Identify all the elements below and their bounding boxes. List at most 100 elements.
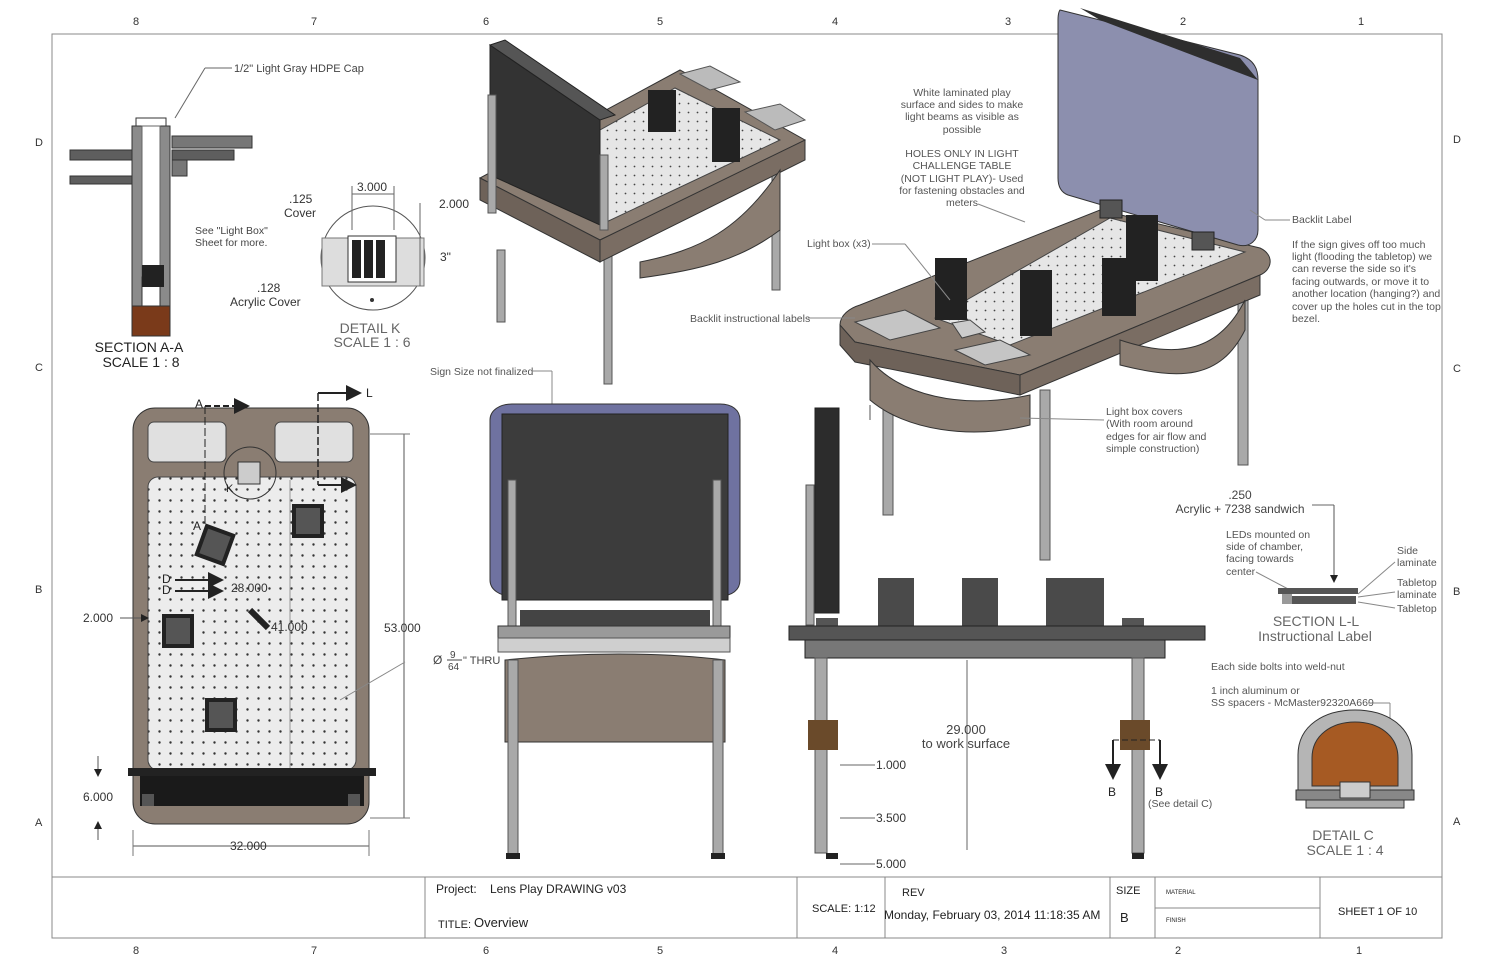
size-label: SIZE	[1116, 885, 1140, 897]
leds-note-line-3: facing towards	[1226, 553, 1294, 565]
scale-value: SCALE: 1:12	[812, 903, 876, 915]
tabletop-label: Tabletop	[1397, 603, 1437, 615]
section-l-marker: L	[366, 386, 373, 400]
white-laminate-note-line-1: White laminated play	[913, 87, 1011, 99]
detail-c-title: DETAIL C	[1312, 827, 1373, 843]
cover-label: Cover	[284, 206, 316, 220]
zone-col-6-bottom: 6	[483, 945, 489, 957]
zone-row-c-right: C	[1453, 363, 1461, 375]
detail-k-marker: K	[226, 483, 234, 495]
small-isometric-view	[478, 39, 807, 385]
zone-col-7-top: 7	[311, 16, 317, 28]
section-l-l-subtitle: Instructional Label	[1258, 628, 1372, 644]
tabletop-laminate-line-1: Tabletop	[1397, 577, 1437, 589]
zone-col-8-top: 8	[133, 16, 139, 28]
title-value: Overview	[474, 915, 529, 930]
zone-col-2-bottom: 2	[1175, 945, 1181, 957]
side-laminate-line-1: Side	[1397, 545, 1418, 557]
acrylic-cover-label: Acrylic Cover	[230, 295, 301, 309]
section-a-a-view: 1/2" Light Gray HDPE Cap See "Light Box"…	[69, 63, 364, 370]
light-box-note-line-2: Sheet for more.	[195, 237, 267, 249]
sign-note-line-4: facing outwards, or move it to	[1292, 276, 1429, 288]
holes-note-line-4: for fastening obstacles and	[899, 185, 1025, 197]
dim-32: 32.000	[230, 839, 267, 853]
front-view: Sign Size not finalized	[430, 366, 741, 859]
dim-41: 41.000	[271, 620, 308, 634]
hole-thru-label: " THRU	[463, 655, 500, 667]
dim-6: 6.000	[83, 790, 113, 804]
holes-note-line-5: meters	[946, 197, 978, 209]
cover-note-line-3: edges for air flow and	[1106, 431, 1207, 443]
holes-note-line-3: (NOT LIGHT PLAY)- Used	[901, 173, 1024, 185]
detail-k-title: DETAIL K	[340, 320, 401, 336]
holes-note-line-1: HOLES ONLY IN LIGHT	[905, 148, 1019, 160]
sign-note-line-7: bezel.	[1292, 313, 1320, 325]
cover-thickness-dim: .125	[289, 192, 313, 206]
detail-c-scale: SCALE 1 : 4	[1306, 842, 1383, 858]
sign-note-line-6: cover up the holes cut in the top	[1292, 301, 1441, 313]
zone-row-d-left: D	[35, 137, 43, 149]
finish-label: FINISH	[1166, 918, 1186, 924]
height-29-label: to work surface	[922, 736, 1010, 751]
light-box-count-label: Light box (x3)	[807, 238, 871, 250]
leds-note-line-4: center	[1226, 566, 1256, 578]
rev-label: REV	[902, 887, 925, 899]
zone-col-8-bottom: 8	[133, 945, 139, 957]
dim-28: 28.000	[231, 581, 268, 595]
sign-note-line-2: light (flooding the tabletop) we	[1292, 251, 1432, 263]
sandwich-label: Acrylic + 7238 sandwich	[1175, 502, 1304, 516]
white-laminate-note-line-3: light beams as visible as	[905, 111, 1019, 123]
dim-2: 2.000	[83, 611, 113, 625]
hole-diameter-symbol: Ø	[433, 653, 442, 667]
zone-row-d-right: D	[1453, 134, 1461, 146]
project-label: Project:	[436, 882, 477, 896]
title-block: Project: Lens Play DRAWING v03 TITLE: Ov…	[424, 877, 1417, 938]
side-laminate-line-2: laminate	[1397, 557, 1437, 569]
material-label: MATERIAL	[1166, 890, 1196, 896]
sign-note-line-3: can reverse the side so it's	[1292, 263, 1416, 275]
section-d-marker-1: D	[162, 572, 171, 586]
sheet-number: SHEET 1 OF 10	[1338, 906, 1417, 918]
backlit-instructional-labels: Backlit instructional labels	[690, 313, 810, 325]
see-detail-c-note: (See detail C)	[1148, 798, 1212, 810]
section-l-l-view: .250 Acrylic + 7238 sandwich LEDs mounte…	[1175, 488, 1436, 644]
white-laminate-note-line-4: possible	[943, 124, 982, 136]
section-a-a-scale: SCALE 1 : 8	[102, 354, 179, 370]
section-a-marker-top: A	[195, 397, 203, 411]
holes-note-line-2: CHALLENGE TABLE	[913, 160, 1012, 172]
section-a-marker-mid: A	[193, 519, 201, 533]
detail-k-height-dim: 3"	[440, 250, 451, 264]
large-isometric-view: White laminated play surface and sides t…	[690, 8, 1441, 561]
project-value: Lens Play DRAWING v03	[490, 882, 627, 896]
light-box-note-line-1: See "Light Box"	[195, 225, 268, 237]
section-l-l-title: SECTION L-L	[1273, 613, 1360, 629]
detail-k-width-dim: 3.000	[357, 180, 387, 194]
zone-row-b-left: B	[35, 584, 42, 596]
zone-col-5-bottom: 5	[657, 945, 663, 957]
spacer-note-line-1: 1 inch aluminum or	[1211, 685, 1300, 697]
cover-note-line-1: Light box covers	[1106, 406, 1182, 418]
dim-53: 53.000	[384, 621, 421, 635]
zone-col-2-top: 2	[1180, 16, 1186, 28]
revision-date: Monday, February 03, 2014 11:18:35 AM	[884, 908, 1100, 922]
zone-col-1-top: 1	[1358, 16, 1364, 28]
sheet-border	[51, 33, 1443, 939]
dim-3-5: 3.500	[876, 811, 906, 825]
zone-labels: 8 7 6 5 4 3 2 1 8 7 6 5 4 3 2 1 D C B A …	[35, 16, 1461, 957]
backlit-label: Backlit Label	[1292, 214, 1352, 226]
section-l-thickness-dim: .250	[1228, 488, 1252, 502]
section-d-marker-2: D	[162, 583, 171, 597]
cover-note-line-4: simple construction)	[1106, 443, 1199, 455]
plan-view: A L K A D D 28.000 41.000 2.000 53.000 6…	[83, 385, 500, 856]
spacer-note-line-2: SS spacers - McMaster92320A669	[1211, 697, 1374, 709]
zone-col-4-bottom: 4	[832, 945, 838, 957]
acrylic-thickness-dim: .128	[257, 281, 281, 295]
sign-note-line-5: another location (hanging?) and	[1292, 288, 1440, 300]
leds-note-line-1: LEDs mounted on	[1226, 529, 1310, 541]
zone-col-4-top: 4	[832, 16, 838, 28]
size-value: B	[1120, 910, 1129, 925]
dim-5: 5.000	[876, 857, 906, 871]
leds-note-line-2: side of chamber,	[1226, 541, 1303, 553]
side-view: 29.000 to work surface 1.000 3.500 5.000…	[788, 407, 1212, 871]
